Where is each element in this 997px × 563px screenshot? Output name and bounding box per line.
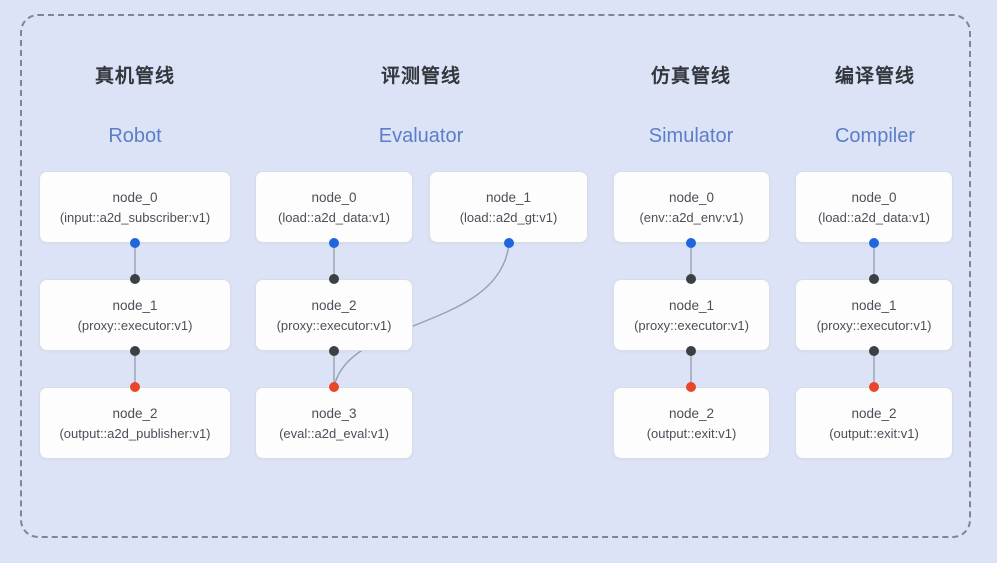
output-port-dot <box>329 238 339 248</box>
output-port-dot <box>504 238 514 248</box>
pipeline-title-en-evaluator: Evaluator <box>378 125 464 147</box>
node-impl: (load::a2d_gt:v1) <box>459 209 558 225</box>
output-port-dot <box>686 346 696 356</box>
node-name: node_1 <box>112 297 158 313</box>
node-impl: (proxy::executor:v1) <box>276 317 392 333</box>
node-box-compiler-node1: node_1 (proxy::executor:v1) <box>795 279 953 351</box>
output-port-dot <box>329 346 339 356</box>
node-box-simulator-node0: node_0 (env::a2d_env:v1) <box>613 171 770 243</box>
node-name: node_2 <box>851 405 897 421</box>
pipeline-title-zh-simulator: 仿真管线 <box>650 66 731 87</box>
input-port-dot <box>686 274 696 284</box>
input-port-dot <box>686 382 696 392</box>
output-port-dot <box>130 346 140 356</box>
pipeline-title-en-compiler: Compiler <box>834 125 916 147</box>
pipeline-title-en-simulator: Simulator <box>648 125 734 147</box>
node-name: node_1 <box>485 189 532 205</box>
node-impl: (output::a2d_publisher:v1) <box>59 425 211 441</box>
node-box-compiler-node0: node_0 (load::a2d_data:v1) <box>795 171 953 243</box>
pipeline-title-en-robot: Robot <box>108 125 162 147</box>
node-name: node_2 <box>668 405 715 421</box>
node-impl: (proxy::executor:v1) <box>816 317 932 333</box>
node-box-robot-node1: node_1 (proxy::executor:v1) <box>39 279 231 351</box>
output-port-dot <box>130 238 140 248</box>
node-impl: (eval::a2d_eval:v1) <box>279 425 389 441</box>
node-name: node_0 <box>311 189 357 205</box>
node-name: node_0 <box>851 189 897 205</box>
pipeline-title-zh-robot: 真机管线 <box>94 66 175 87</box>
node-box-simulator-node1: node_1 (proxy::executor:v1) <box>613 279 770 351</box>
node-impl: (load::a2d_data:v1) <box>277 209 391 225</box>
node-box-compiler-node2: node_2 (output::exit:v1) <box>795 387 953 459</box>
input-port-dot <box>329 382 339 392</box>
node-name: node_0 <box>112 189 158 205</box>
output-port-dot <box>869 346 879 356</box>
input-port-dot <box>329 274 339 284</box>
input-port-dot <box>869 382 879 392</box>
node-impl: (load::a2d_data:v1) <box>817 209 931 225</box>
pipeline-title-zh-evaluator: 评测管线 <box>380 66 461 87</box>
node-name: node_2 <box>311 297 357 313</box>
node-box-robot-node0: node_0 (input::a2d_subscriber:v1) <box>39 171 231 243</box>
node-impl: (env::a2d_env:v1) <box>639 209 744 225</box>
node-impl: (proxy::executor:v1) <box>77 317 193 333</box>
node-name: node_1 <box>851 297 897 313</box>
output-port-dot <box>869 238 879 248</box>
input-port-dot <box>869 274 879 284</box>
node-box-evaluator-node1: node_1 (load::a2d_gt:v1) <box>429 171 588 243</box>
node-box-evaluator-node0: node_0 (load::a2d_data:v1) <box>255 171 413 243</box>
node-impl: (output::exit:v1) <box>829 425 919 441</box>
node-name: node_1 <box>668 297 715 313</box>
node-box-robot-node2: node_2 (output::a2d_publisher:v1) <box>39 387 231 459</box>
node-impl: (proxy::executor:v1) <box>634 317 749 333</box>
node-name: node_2 <box>112 405 158 421</box>
node-name: node_0 <box>668 189 715 205</box>
edge-evaluator-node1-node3-curve <box>333 242 510 388</box>
node-box-evaluator-node3: node_3 (eval::a2d_eval:v1) <box>255 387 413 459</box>
node-box-evaluator-node2: node_2 (proxy::executor:v1) <box>255 279 413 351</box>
node-name: node_3 <box>311 405 357 421</box>
dashed-border-frame <box>20 14 971 538</box>
node-impl: (output::exit:v1) <box>646 425 737 441</box>
input-port-dot <box>130 382 140 392</box>
output-port-dot <box>686 238 696 248</box>
node-impl: (input::a2d_subscriber:v1) <box>59 209 211 225</box>
input-port-dot <box>130 274 140 284</box>
pipeline-title-zh-compiler: 编译管线 <box>834 66 915 87</box>
node-box-simulator-node2: node_2 (output::exit:v1) <box>613 387 770 459</box>
